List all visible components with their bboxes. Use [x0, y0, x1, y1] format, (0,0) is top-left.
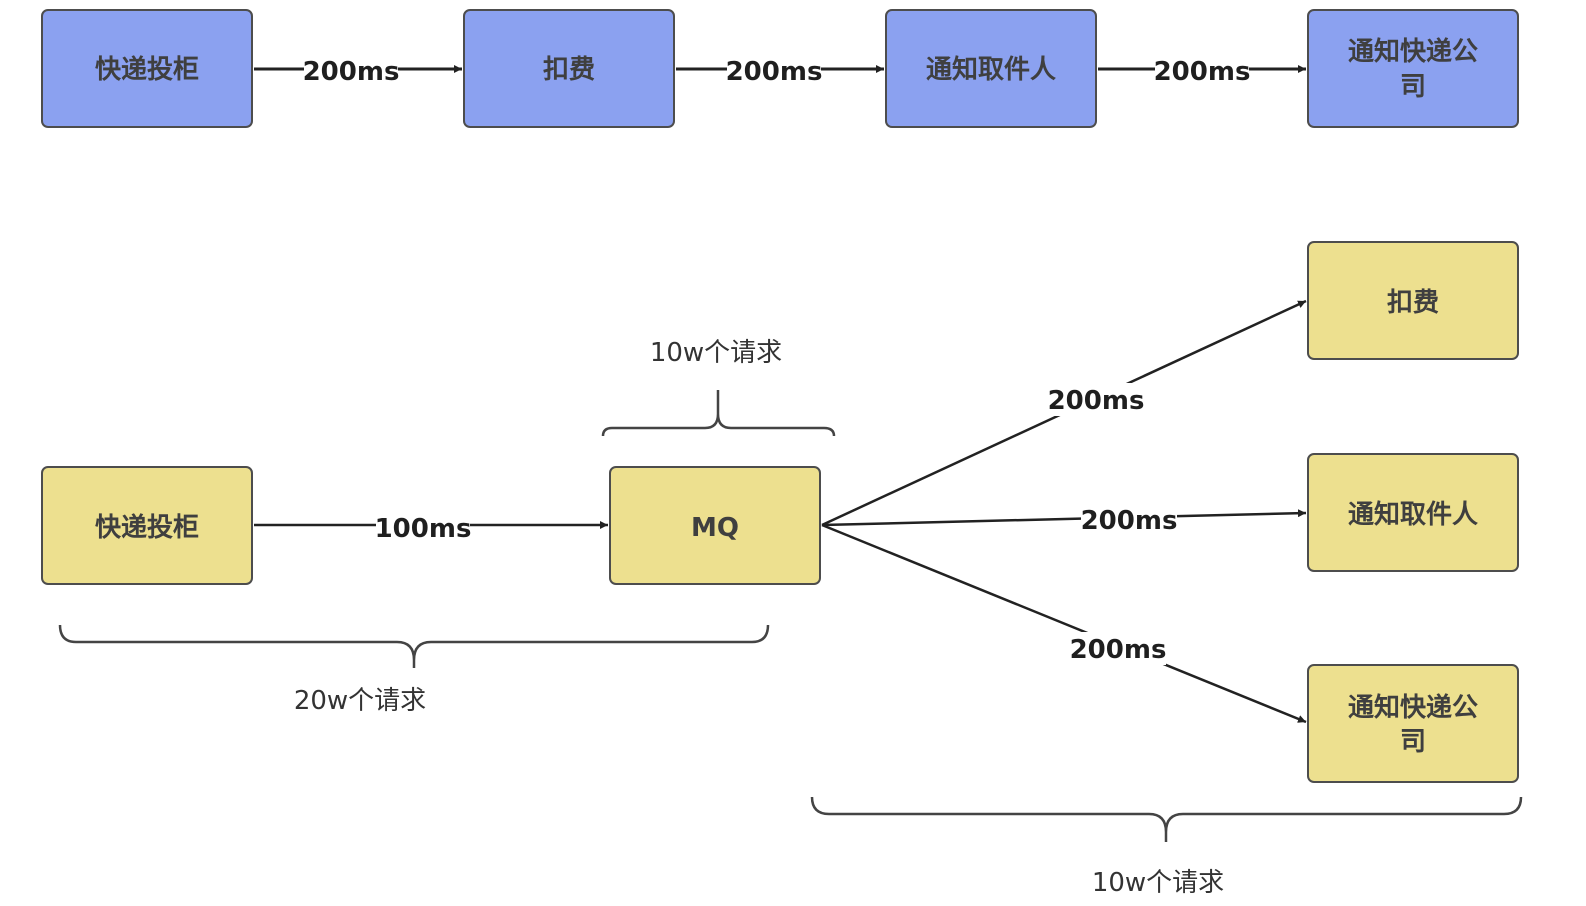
- sync-node-notify-recipient-box: [885, 9, 1097, 128]
- sync-edge-2-label-bg: [727, 54, 821, 86]
- async-node-notify-courier-label-line1: 通知快递公: [1348, 692, 1478, 723]
- async-node-locker-label: 快递投柜: [95, 512, 199, 543]
- async-node-charge-box: [1307, 241, 1519, 360]
- sync-flow: 200ms 200ms 200ms 快递投柜 扣费 通知取件人 通知快递公 司: [41, 9, 1519, 128]
- async-target-edge-1-label-bg: [1048, 383, 1144, 416]
- sync-node-notify-courier-label-line2: 司: [1400, 72, 1426, 102]
- async-node-notify-recipient-label: 通知取件人: [1348, 500, 1478, 530]
- async-node-mq-box: [609, 466, 821, 585]
- async-node-notify-recipient: 通知取件人: [1307, 453, 1519, 572]
- async-node-mq-label: MQ: [691, 513, 739, 543]
- sync-edge-3-label-bg: [1155, 54, 1249, 86]
- source-bottom-brace-label: 20w个请求: [294, 686, 426, 716]
- sync-node-notify-courier: 通知快递公 司: [1307, 9, 1519, 128]
- async-target-edge-3-label: 200ms: [1070, 635, 1167, 665]
- sync-edge-3-label: 200ms: [1154, 57, 1251, 87]
- async-node-charge: 扣费: [1307, 241, 1519, 360]
- source-bottom-brace: [58, 624, 770, 668]
- async-target-edge-3-label-bg: [1070, 632, 1166, 665]
- sync-node-notify-recipient: 通知取件人: [885, 9, 1097, 128]
- sync-node-locker-label: 快递投柜: [95, 54, 199, 85]
- async-source-edge-label-bg: [376, 510, 470, 542]
- async-node-notify-recipient-box: [1307, 453, 1519, 572]
- async-target-edge-2-label-bg: [1081, 503, 1177, 536]
- sync-node-charge-label: 扣费: [543, 55, 595, 85]
- sync-edge-1-label: 200ms: [303, 57, 400, 87]
- async-node-notify-courier-box: [1307, 664, 1519, 783]
- async-target-edge-1-label: 200ms: [1048, 386, 1145, 416]
- sync-node-charge-box: [463, 9, 675, 128]
- async-source-edge-label: 100ms: [375, 514, 472, 544]
- targets-bottom-brace-label: 10w个请求: [1092, 868, 1224, 898]
- mq-top-brace-label: 10w个请求: [650, 338, 782, 368]
- async-target-edge-2-label: 200ms: [1081, 506, 1178, 536]
- async-node-mq: MQ: [609, 466, 821, 585]
- sync-edge-1-label-bg: [304, 54, 398, 86]
- async-node-locker: 快递投柜: [41, 466, 253, 585]
- async-target-edge-2-line: [821, 509, 1307, 527]
- sync-node-locker-box: [41, 9, 253, 128]
- sync-edge-2-label: 200ms: [726, 57, 823, 87]
- async-flow: 100ms 200ms 200ms 200ms 快递投柜 MQ 扣费 通知取件人: [41, 241, 1523, 898]
- async-node-locker-box: [41, 466, 253, 585]
- sync-node-notify-courier-box: [1307, 9, 1519, 128]
- sync-node-notify-courier-label-line1: 通知快递公: [1348, 36, 1478, 67]
- sync-node-notify-recipient-label: 通知取件人: [926, 55, 1056, 85]
- mq-top-brace: [601, 390, 836, 437]
- targets-bottom-brace: [810, 796, 1523, 842]
- async-node-charge-label: 扣费: [1387, 288, 1439, 318]
- async-node-notify-courier-label-line2: 司: [1400, 727, 1426, 757]
- sync-node-charge: 扣费: [463, 9, 675, 128]
- sync-node-locker: 快递投柜: [41, 9, 253, 128]
- async-node-notify-courier: 通知快递公 司: [1307, 664, 1519, 783]
- async-target-edge-3-line: [821, 523, 1307, 724]
